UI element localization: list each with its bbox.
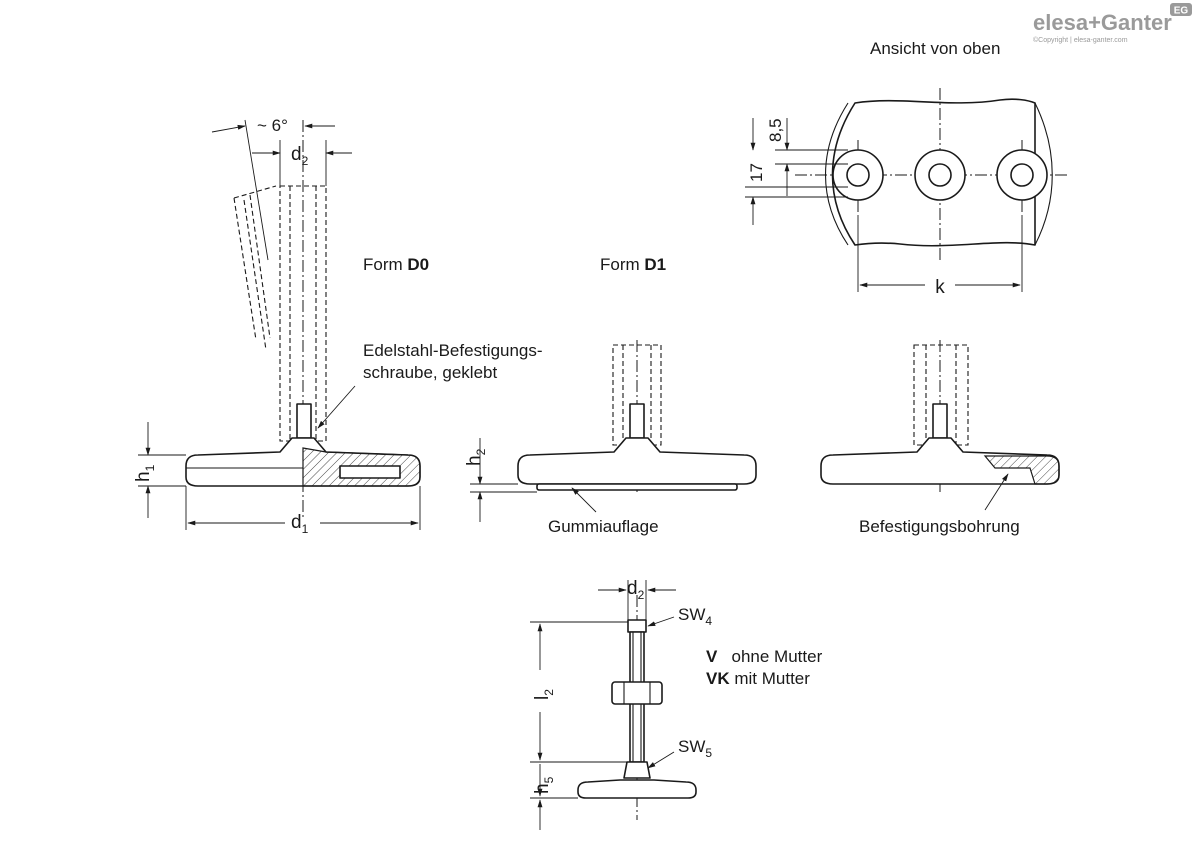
- logo-badge-text: EG: [1174, 6, 1189, 17]
- rubber-pad-label: Gummiauflage: [548, 517, 659, 536]
- stud-detail-view: d2 SW4 SW5 l2 h5: [530, 578, 712, 830]
- angle-label: ~ 6°: [257, 116, 288, 135]
- right-hole-inner: [1010, 163, 1034, 187]
- variant-legend: V ohne Mutter VK mit Mutter: [706, 647, 823, 688]
- top-view-right-edge: [1034, 102, 1053, 246]
- d0-screw: [296, 403, 312, 439]
- form-d1-view: Form D1 Gummiauflage h2: [464, 255, 757, 536]
- dim-8-5-label: 8,5: [766, 118, 785, 142]
- stud-d2-label: d2: [627, 578, 645, 602]
- form-d0-view: ~ 6° d2 Edelstahl-Befestigungs- schraube…: [133, 116, 543, 536]
- h5-label: h5: [532, 776, 556, 794]
- center-hole-inner: [928, 163, 952, 187]
- d1-rubber-pad: [536, 483, 738, 491]
- left-hole-inner: [846, 163, 870, 187]
- sw4-leader: [647, 616, 675, 627]
- stud-foot-base: [577, 779, 697, 799]
- dim-k-label: k: [935, 277, 945, 298]
- sw4-label: SW4: [678, 605, 712, 628]
- mounting-hole-view: Befestigungsbohrung: [820, 340, 1060, 536]
- brand-logo: elesa+Ganter EG ©Copyright | elesa-gante…: [1033, 3, 1192, 44]
- d1-screw: [629, 403, 645, 439]
- screw-callout-leader: [317, 385, 356, 429]
- screw-callout-line2: schraube, geklebt: [363, 363, 497, 382]
- logo-plus: +: [1088, 10, 1101, 35]
- stud-bottom-hex: [623, 761, 651, 779]
- d1-label: d1: [291, 512, 309, 536]
- top-view: Ansicht von oben 8,5 17 k: [745, 39, 1070, 298]
- variant-v: V ohne Mutter: [706, 647, 823, 666]
- top-view-title: Ansicht von oben: [870, 39, 1000, 58]
- stud-nut: [611, 681, 663, 705]
- angle-arrow-left: [211, 124, 246, 133]
- logo-elesa: elesa: [1033, 10, 1089, 35]
- d0-section-pocket: [339, 465, 401, 479]
- l2-label: l2: [532, 689, 556, 700]
- sw5-leader: [647, 751, 675, 769]
- angle-ref-line: [244, 119, 269, 261]
- rubber-pad-leader: [571, 487, 597, 513]
- h2-label: h2: [464, 448, 488, 466]
- h1-label: h1: [133, 464, 157, 482]
- sw5-label: SW5: [678, 737, 712, 760]
- d2-label-top: d2: [291, 144, 309, 168]
- right-screw: [932, 403, 948, 439]
- logo-badge-shape: [1170, 3, 1192, 16]
- dim-17-label: 17: [747, 163, 766, 182]
- form-d0-title: Form D0: [363, 255, 429, 274]
- logo-ganter: Ganter: [1101, 10, 1172, 35]
- d1-base: [517, 437, 757, 485]
- right-section-hatch: [983, 455, 1060, 485]
- tilted-stud-axis: [243, 199, 267, 351]
- mounting-hole-label: Befestigungsbohrung: [859, 517, 1020, 536]
- svg-text:elesa+Ganter: elesa+Ganter: [1033, 10, 1172, 35]
- tilted-stud-phantom: [233, 185, 277, 341]
- copyright-text: ©Copyright | elesa-ganter.com: [1033, 36, 1128, 44]
- form-d1-title: Form D1: [600, 255, 666, 274]
- mounting-hole-leader: [984, 473, 1009, 511]
- screw-callout-line1: Edelstahl-Befestigungs-: [363, 341, 543, 360]
- stud-top-hex: [627, 619, 647, 633]
- variant-vk: VK mit Mutter: [706, 669, 810, 688]
